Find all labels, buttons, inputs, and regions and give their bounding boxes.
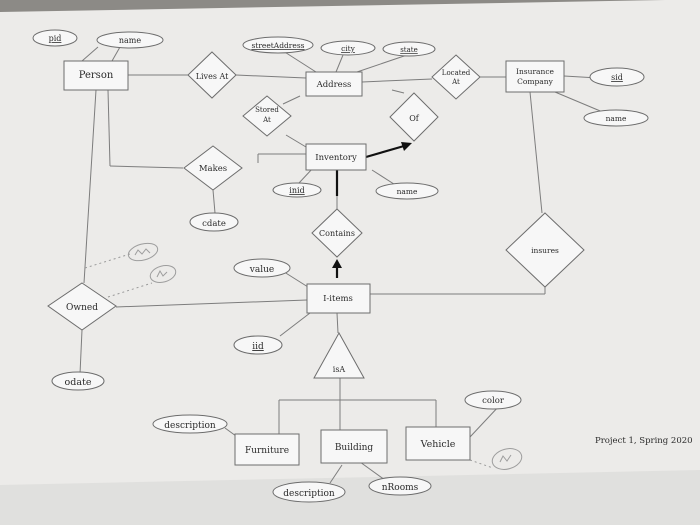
entity-person: Person: [63, 60, 129, 91]
svg-text:insures: insures: [531, 246, 559, 255]
entity-insurance-company: Insurance Company: [505, 60, 565, 93]
svg-text:Insurance: Insurance: [516, 67, 555, 76]
attribute-street-address: streetAddress: [242, 36, 314, 54]
svg-text:name: name: [606, 114, 627, 123]
svg-text:At: At: [262, 116, 271, 124]
svg-text:I-items: I-items: [323, 294, 353, 304]
svg-text:Lives At: Lives At: [196, 72, 229, 81]
svg-text:Address: Address: [316, 80, 352, 90]
svg-text:Vehicle: Vehicle: [420, 439, 456, 450]
arrow-inventory-of: [365, 142, 412, 159]
svg-text:Stored: Stored: [255, 106, 279, 114]
attribute-iid: iid: [233, 335, 283, 355]
svg-text:At: At: [451, 78, 460, 86]
entity-inventory: Inventory: [305, 143, 367, 171]
relationship-located-at: Located At: [431, 54, 481, 100]
entity-furniture: Furniture: [234, 433, 300, 466]
svg-text:Contains: Contains: [319, 229, 355, 238]
attribute-color: color: [464, 390, 522, 410]
arrow-contains-items: [332, 259, 342, 278]
attribute-state: state: [382, 41, 436, 57]
svg-text:pid: pid: [49, 34, 62, 43]
svg-text:description: description: [164, 421, 216, 431]
svg-text:name: name: [119, 36, 142, 45]
svg-text:odate: odate: [65, 377, 92, 388]
attribute-inid: inid: [272, 182, 322, 198]
attribute-inventory-name: name: [375, 182, 439, 200]
svg-text:nRooms: nRooms: [382, 483, 419, 493]
svg-text:Building: Building: [335, 443, 374, 453]
relationship-stored-at: Stored At: [242, 95, 292, 137]
footer-project-label: Project 1, Spring 2020: [595, 436, 693, 446]
entity-items: I-items: [306, 283, 371, 314]
connector-lines: [79, 46, 606, 484]
attribute-odate: odate: [51, 371, 105, 391]
svg-text:name: name: [397, 187, 418, 196]
attribute-city: city: [320, 40, 376, 56]
pencil-dash-3: [469, 459, 494, 469]
pencil-annotation-key-3: [491, 448, 523, 470]
entity-building: Building: [320, 429, 388, 464]
svg-text:Inventory: Inventory: [315, 153, 357, 163]
svg-text:Of: Of: [409, 114, 420, 123]
svg-text:streetAddress: streetAddress: [251, 41, 304, 50]
svg-text:Furniture: Furniture: [245, 446, 289, 456]
attribute-sid: sid: [589, 67, 645, 87]
attribute-pid: pid: [32, 29, 78, 47]
svg-text:inid: inid: [289, 186, 304, 195]
attribute-cdate: cdate: [189, 212, 239, 232]
svg-text:Owned: Owned: [66, 303, 98, 313]
svg-text:Company: Company: [517, 77, 553, 86]
relationship-makes: Makes: [183, 145, 243, 191]
attribute-description-building: description: [272, 481, 346, 503]
attribute-nrooms: nRooms: [368, 476, 432, 496]
attribute-description-furniture: description: [152, 414, 228, 434]
relationship-contains: Contains: [311, 208, 363, 258]
paper-shadow: [0, 470, 700, 525]
svg-text:sid: sid: [611, 73, 623, 82]
svg-text:color: color: [482, 396, 505, 406]
svg-text:Makes: Makes: [199, 164, 227, 174]
svg-text:description: description: [283, 489, 335, 499]
pencil-annotation-key-1: [127, 242, 159, 262]
svg-text:Person: Person: [79, 70, 114, 81]
svg-text:cdate: cdate: [202, 219, 226, 229]
svg-text:iid: iid: [252, 342, 264, 352]
pencil-annotation-key-2: [149, 265, 177, 283]
svg-text:value: value: [249, 265, 274, 275]
attribute-value: value: [233, 258, 291, 278]
svg-text:state: state: [400, 46, 418, 54]
attribute-person-name: name: [96, 31, 164, 49]
svg-text:city: city: [341, 44, 356, 53]
svg-text:Located: Located: [442, 69, 471, 77]
relationship-insures: insures: [505, 212, 585, 288]
relationship-owned: Owned: [47, 282, 117, 331]
relationship-lives-at: Lives At: [187, 51, 237, 99]
entity-vehicle: Vehicle: [405, 426, 471, 461]
svg-text:isA: isA: [333, 365, 346, 374]
relationship-of: Of: [389, 92, 439, 142]
relationship-isa: isA: [313, 331, 365, 379]
attribute-company-name: name: [583, 109, 649, 127]
entity-address: Address: [305, 71, 363, 97]
